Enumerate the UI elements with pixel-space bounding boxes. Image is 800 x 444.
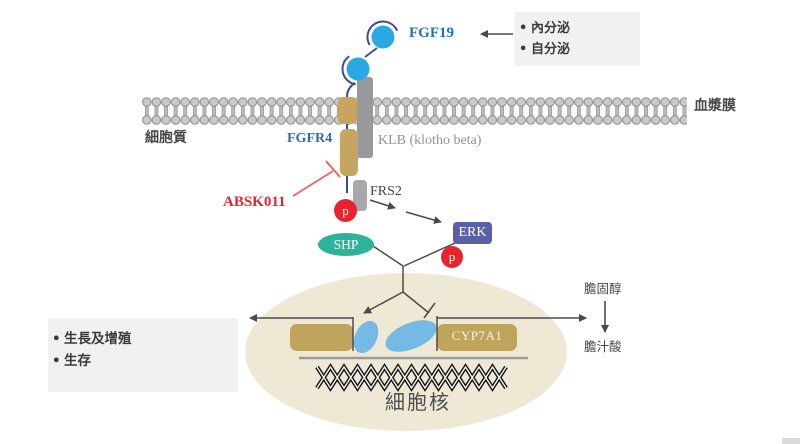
bile-acid-label: 膽汁酸 [584,339,622,354]
tf-ellipse-small [353,320,379,354]
fgfr4-label: FGFR4 [287,131,333,146]
cytoplasm-label: 細胞質 [145,130,187,146]
nucleus-label: 細胞核 [385,390,451,414]
frs2-adaptor [353,180,367,211]
absk011-label: ABSK011 [223,194,286,210]
outputs-infobox: 生長及增殖 生存 [48,318,238,392]
transcription-arrows [249,314,587,351]
output-item-growth: 生長及增殖 [48,328,238,351]
fgfr4-transmembrane [338,97,357,124]
inhibition-bar-cyp7a1 [423,302,436,319]
gene-box-left [290,324,353,351]
dna-helix-icon [315,363,508,392]
secretion-item-endocrine: 內分泌 [515,18,640,40]
nucleus-ellipse [245,273,567,431]
plasma-membrane-label: 血漿膜 [694,98,736,114]
corner-artifact [782,438,800,444]
frs2-erk-arrows [369,199,442,224]
signal-convergence-lines [363,242,456,319]
cyp7a1-label: CYP7A1 [451,328,503,343]
gene-box-cyp7a1 [437,324,517,351]
phospho-badge-erk: p [441,246,463,268]
fgf19-ligand-icon [341,20,400,86]
klb-label: KLB (klotho beta) [378,133,482,148]
cholesterol-label: 膽固醇 [584,281,622,296]
fgfr4-kinase-domain [340,129,358,176]
plasma-membrane-bilayer [142,97,687,125]
absk011-inhibition [292,160,341,197]
phospho-badge-frs2: p [334,199,357,222]
frs2-label: FRS2 [370,184,402,199]
klb-receptor [357,77,373,158]
secretion-item-autocrine: 自分泌 [515,39,640,61]
secretion-infobox: 內分泌 自分泌 [515,12,640,66]
erk-node: ERK [453,222,492,244]
output-item-survival: 生存 [48,350,238,373]
fgf19-label: FGF19 [409,25,454,41]
shp-node: SHP [318,233,374,256]
tf-ellipse-large [385,320,437,352]
